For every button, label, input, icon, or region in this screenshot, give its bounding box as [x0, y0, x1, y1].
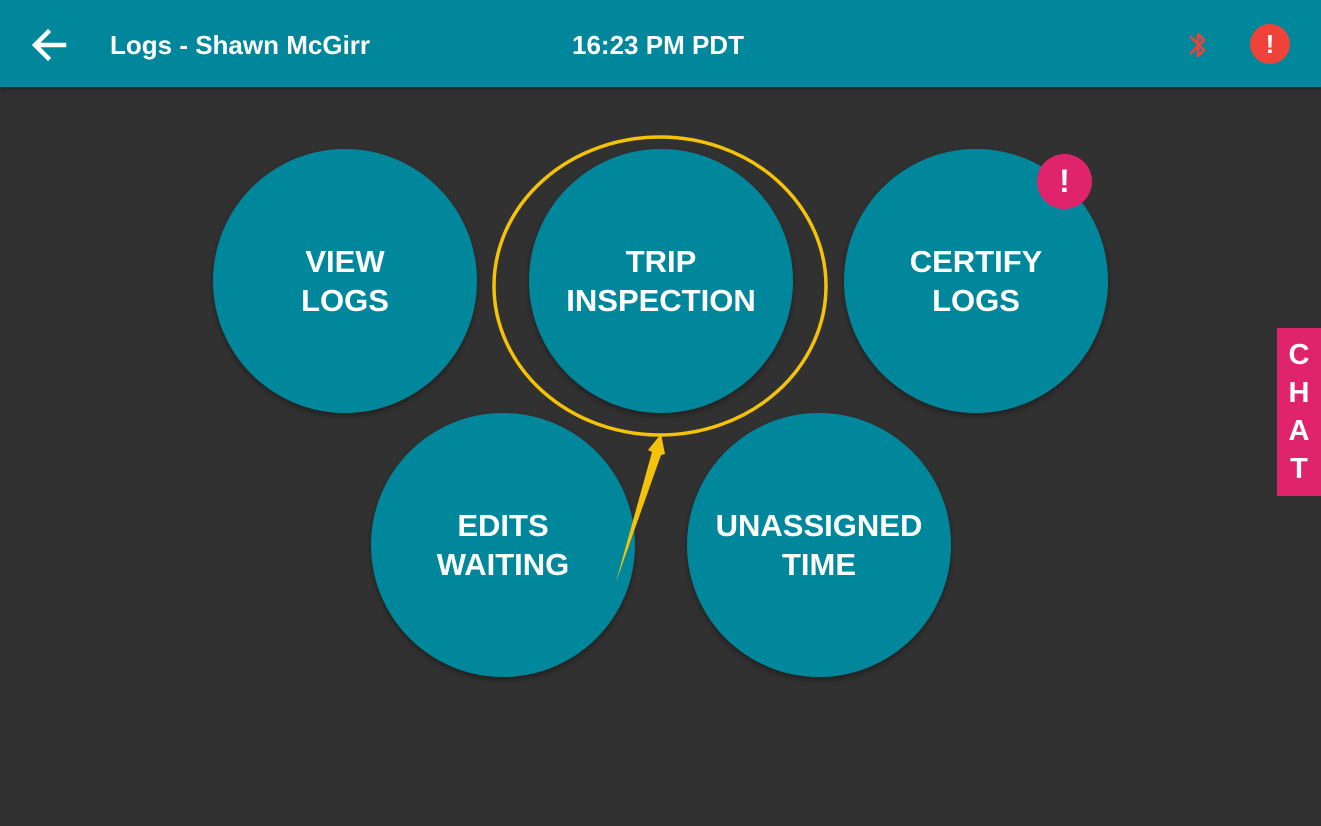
view-logs-label-line2: LOGS [301, 283, 389, 318]
unassigned-time-label-line2: TIME [781, 547, 857, 582]
unassigned-time-label-line1: UNASSIGNED [715, 508, 923, 543]
edits-waiting-button[interactable]: EDITS WAITING [371, 413, 635, 677]
certify-logs-label-line1: CERTIFY [909, 244, 1043, 279]
trip-inspection-button[interactable]: TRIP INSPECTION [529, 149, 793, 413]
alert-button[interactable]: ! [1250, 24, 1290, 64]
page-title: Logs - Shawn McGirr [110, 30, 371, 60]
back-button[interactable] [28, 24, 72, 66]
trip-inspection-label-line2: INSPECTION [566, 283, 756, 318]
exclamation-icon: ! [1265, 29, 1275, 59]
view-logs-button[interactable]: VIEW LOGS [213, 149, 477, 413]
arrow-left-icon [31, 28, 67, 62]
clock-time: 16:23 PM PDT [572, 30, 744, 60]
edits-waiting-label-line2: WAITING [436, 547, 570, 582]
trip-inspection-label-line1: TRIP [625, 244, 697, 279]
chat-letter: T [1290, 453, 1308, 485]
unassigned-time-button[interactable]: UNASSIGNED TIME [687, 413, 951, 677]
chat-letter: A [1288, 415, 1310, 447]
chat-letter: C [1288, 339, 1310, 371]
view-logs-label-line1: VIEW [305, 244, 385, 279]
certify-logs-alert-badge: ! [1037, 154, 1092, 209]
edits-waiting-label-line1: EDITS [457, 508, 549, 543]
app-header: Logs - Shawn McGirr 16:23 PM PDT ! [0, 0, 1321, 87]
chat-tab[interactable]: C H A T [1277, 328, 1321, 496]
chat-letter: H [1288, 377, 1310, 409]
bluetooth-disabled-icon[interactable] [1185, 28, 1211, 62]
certify-logs-label-line2: LOGS [932, 283, 1020, 318]
